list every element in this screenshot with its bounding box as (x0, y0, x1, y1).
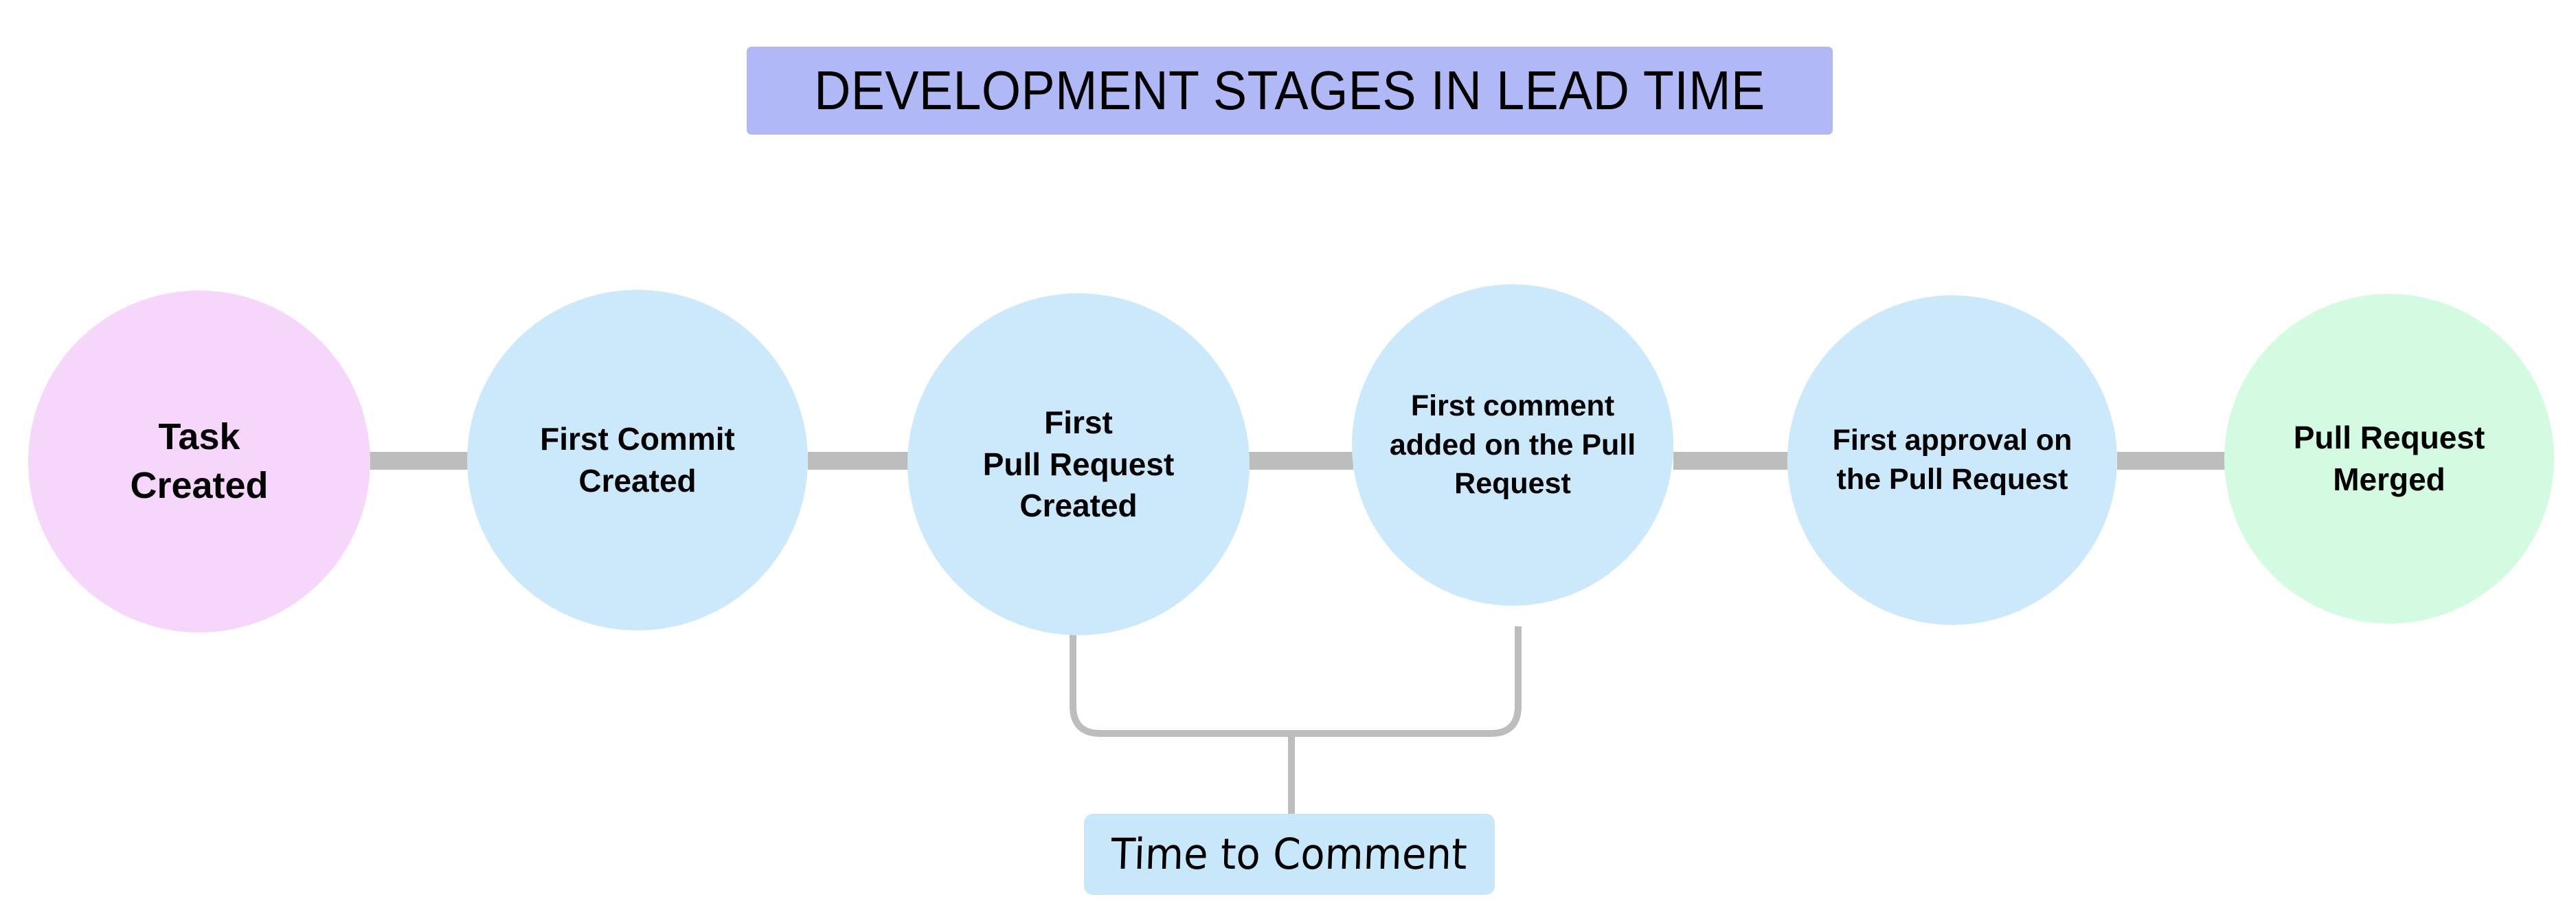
node-pull-request-merged[interactable]: Pull Request Merged (2224, 294, 2554, 624)
annotation-time-to-comment[interactable]: Time to Comment (1084, 814, 1495, 895)
diagram-title-text: DEVELOPMENT STAGES IN LEAD TIME (814, 60, 1765, 121)
node-pull-request-merged-label: Pull Request Merged (2293, 420, 2485, 497)
annotation-bracket (1070, 626, 1522, 737)
node-first-pull-request-created-label: First Pull Request Created (982, 404, 1175, 524)
node-first-comment-on-pull-request[interactable]: First comment added on the Pull Request (1352, 284, 1673, 606)
connector-task-to-commit (370, 452, 471, 470)
node-first-approval-on-pull-request[interactable]: First approval on the Pull Request (1787, 295, 2117, 625)
connector-approval-to-merged (2117, 452, 2226, 470)
node-task-created[interactable]: Task Created (28, 290, 370, 633)
node-first-comment-on-pull-request-label: First comment added on the Pull Request (1389, 389, 1636, 501)
node-first-pull-request-created[interactable]: First Pull Request Created (907, 293, 1250, 635)
connector-commit-to-pull-request (808, 452, 909, 470)
connector-comment-to-approval (1673, 452, 1789, 470)
node-first-commit-created-label: First Commit Created (540, 421, 735, 499)
node-task-created-label: Task Created (130, 415, 269, 506)
connector-pull-request-to-comment (1249, 452, 1353, 470)
annotation-time-to-comment-label: Time to Comment (1110, 829, 1469, 879)
node-first-approval-on-pull-request-label: First approval on the Pull Request (1832, 424, 2072, 496)
node-first-commit-created[interactable]: First Commit Created (467, 290, 808, 630)
diagram-title-banner: DEVELOPMENT STAGES IN LEAD TIME (747, 47, 1833, 135)
